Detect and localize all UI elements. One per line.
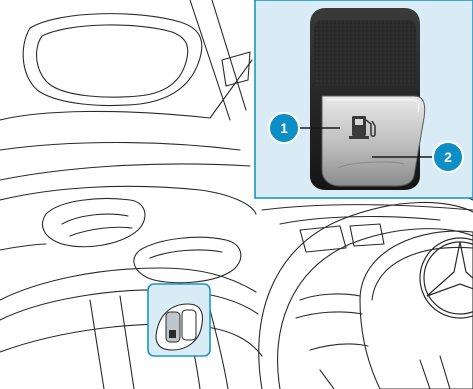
dashboard-line-art (258, 189, 473, 389)
door-pull (134, 237, 241, 283)
door-line-art (0, 0, 262, 389)
door-handle-recess (43, 199, 145, 247)
callout-2-number: 2 (444, 149, 452, 165)
door-armrest (0, 268, 256, 300)
steering-wheel-hub (360, 231, 473, 389)
steering-wheel-rim (259, 202, 473, 389)
door-switch-highlight (148, 284, 210, 356)
callout-1-number: 1 (280, 120, 288, 136)
dash-vent (300, 226, 346, 252)
fuel-filler-flap-release-button (322, 96, 425, 186)
side-mirror-inner (37, 25, 188, 97)
side-mirror (23, 14, 202, 106)
